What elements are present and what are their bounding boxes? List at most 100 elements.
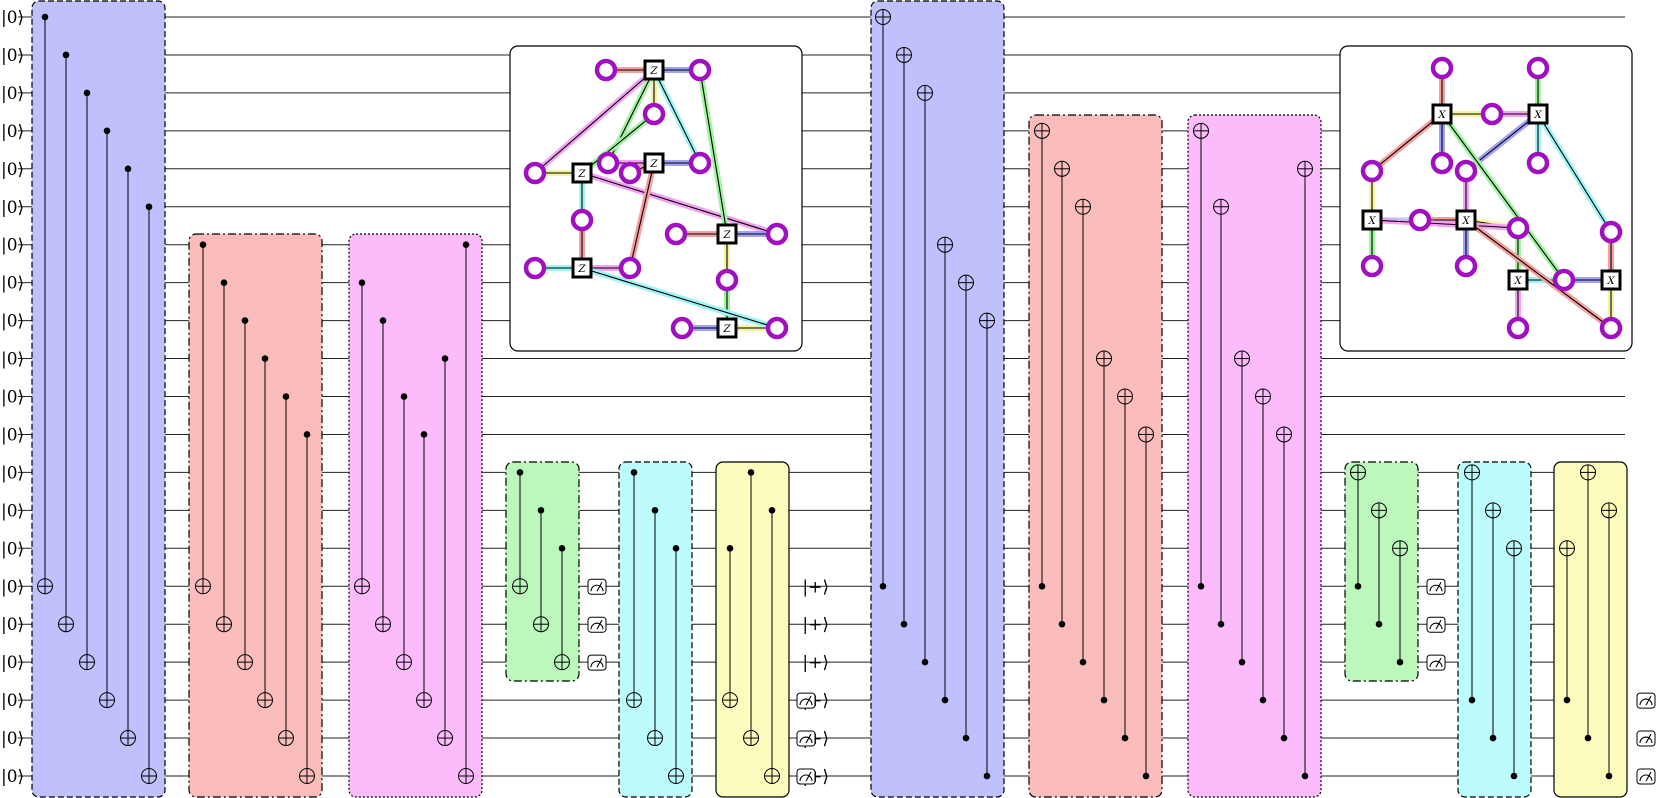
control-dot (537, 507, 545, 514)
control-dot (1121, 734, 1129, 742)
data-qubit-node (1454, 159, 1478, 183)
check-node (1455, 209, 1477, 231)
ket-zero-label: |0⟩ (1, 236, 24, 256)
control-dot (1217, 620, 1225, 628)
control-dot (768, 507, 776, 514)
control-dot (124, 165, 132, 173)
check-node (716, 223, 738, 245)
check-node (571, 257, 593, 279)
ket-zero-label: |0⟩ (1, 198, 24, 218)
coupling-edge (1465, 219, 1612, 329)
ket-zero-label: |0⟩ (1, 539, 24, 559)
data-qubit-node (1360, 159, 1384, 183)
ket-zero-label: |0⟩ (1, 388, 24, 408)
coupling-edge (1371, 219, 1519, 229)
measurement-meter-icon (1426, 616, 1446, 633)
control-dot (462, 241, 470, 248)
control-dot (630, 469, 638, 476)
data-qubit-node (594, 58, 618, 82)
check-letter: Z (723, 324, 732, 335)
ket-plus-label: |+⟩ (802, 615, 829, 635)
control-dot (441, 355, 449, 362)
gate-block (348, 233, 483, 798)
coupling-edge (699, 69, 728, 235)
control-dot (1142, 772, 1150, 780)
ket-zero-label: |0⟩ (1, 463, 24, 483)
check-letter: X (1437, 110, 1446, 121)
check-letter: Z (578, 264, 587, 275)
ket-zero-label: |0⟩ (1, 767, 24, 787)
check-letter: Z (578, 169, 587, 180)
measurement-meter-icon (1636, 692, 1656, 709)
data-qubit-node (523, 161, 547, 185)
data-qubit-node (688, 151, 712, 175)
control-dot (1058, 620, 1066, 628)
control-dot (1605, 772, 1613, 780)
control-dot (62, 51, 70, 59)
check-node (643, 59, 665, 81)
data-qubit-node (1526, 56, 1550, 80)
control-dot (879, 582, 887, 590)
control-dot (83, 89, 91, 97)
control-dot (261, 355, 269, 362)
check-letter: X (1461, 216, 1470, 227)
control-dot (900, 620, 908, 628)
check-letter: Z (650, 159, 659, 170)
coupling-edge (1441, 113, 1565, 281)
control-dot (962, 734, 970, 742)
data-qubit-node (1526, 151, 1550, 175)
control-dot (103, 127, 111, 135)
ket-zero-label: |0⟩ (1, 8, 24, 28)
ket-zero-label: |0⟩ (1, 312, 24, 332)
check-letter: X (1533, 110, 1542, 121)
data-qubit-node (664, 222, 688, 246)
measurement-meter-icon (1636, 730, 1656, 747)
measurement-meter-icon (796, 730, 816, 747)
ket-zero-label: |0⟩ (1, 46, 24, 66)
check-node (1507, 269, 1529, 291)
control-dot (145, 203, 153, 211)
measurement-meter-icon (587, 578, 607, 595)
gate-block (31, 0, 166, 798)
check-node (571, 162, 593, 184)
ket-zero-label: |0⟩ (1, 501, 24, 521)
gate-block (1028, 114, 1163, 798)
control-dot (651, 507, 659, 514)
control-dot (1301, 772, 1309, 780)
data-qubit-node (688, 58, 712, 82)
check-node (643, 152, 665, 174)
control-dot (1584, 734, 1592, 742)
ket-zero-label: |0⟩ (1, 615, 24, 635)
data-qubit-node (1599, 220, 1623, 244)
coupling-edge (653, 69, 701, 164)
check-node (1527, 103, 1549, 125)
ket-zero-label: |0⟩ (1, 84, 24, 104)
data-qubit-node (1454, 254, 1478, 278)
control-dot (941, 696, 949, 704)
data-qubit-node (618, 256, 642, 280)
coupling-edge (1537, 113, 1612, 233)
data-qubit-node (715, 268, 739, 292)
ket-zero-label: |0⟩ (1, 691, 24, 711)
control-dot (558, 545, 566, 552)
ket-zero-label: |0⟩ (1, 653, 24, 673)
control-dot (1100, 696, 1108, 704)
control-dot (1510, 772, 1518, 780)
data-qubit-node (1599, 316, 1623, 340)
check-letter: X (1367, 216, 1376, 227)
data-qubit-node (642, 102, 666, 126)
coupling-edge (581, 267, 778, 329)
data-qubit-node (1360, 254, 1384, 278)
control-dot (400, 393, 408, 400)
control-dot (1238, 658, 1246, 666)
data-qubit-node (1506, 316, 1530, 340)
check-node (716, 317, 738, 339)
data-qubit-node (670, 316, 694, 340)
coupling-edge (534, 69, 655, 174)
coupling-edge (629, 162, 655, 269)
measurement-meter-icon (587, 616, 607, 633)
data-qubit-node (1552, 268, 1576, 292)
data-qubit-node (765, 222, 789, 246)
